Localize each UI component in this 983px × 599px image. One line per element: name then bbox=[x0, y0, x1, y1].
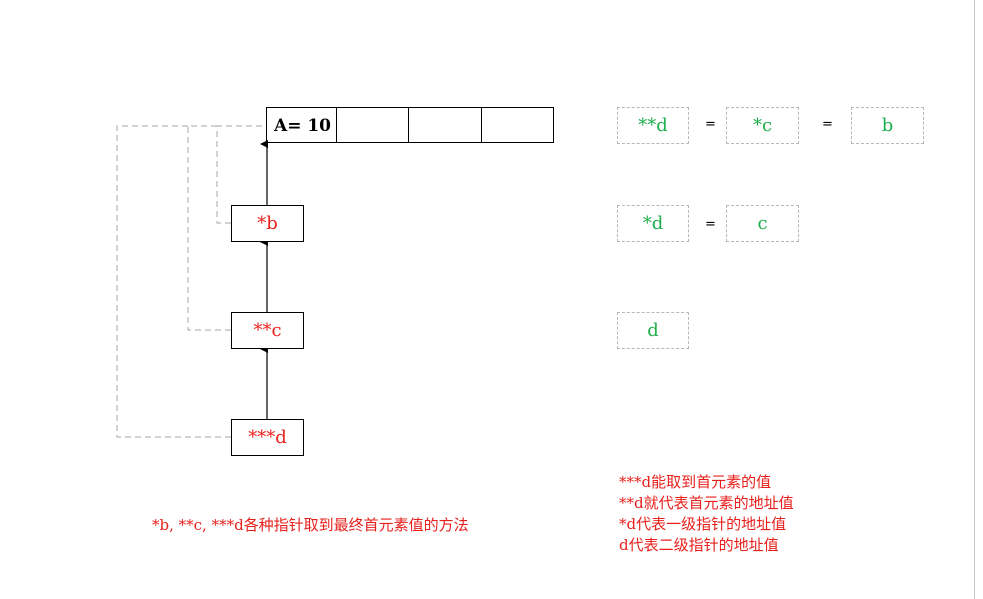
equiv-row1-left: **d bbox=[617, 107, 689, 144]
note-line-4: d代表二级指针的地址值 bbox=[619, 536, 779, 554]
array-cells bbox=[266, 107, 554, 143]
dashed-connectors bbox=[116, 125, 266, 438]
right-edge-rule bbox=[974, 0, 975, 599]
diagram-caption: *b, **c, ***d各种指针取到最终首元素值的方法 bbox=[152, 516, 469, 534]
note-line-1: ***d能取到首元素的值 bbox=[619, 473, 772, 491]
equiv-row2-left: *d bbox=[617, 205, 689, 242]
array-first-cell-label: A= 10 bbox=[274, 115, 332, 136]
array-cell-3 bbox=[481, 107, 554, 143]
pointer-box-b: *b bbox=[231, 205, 304, 242]
equiv-row3-left: d bbox=[617, 312, 689, 349]
pointer-box-c: **c bbox=[231, 312, 304, 349]
equiv-row1-right: b bbox=[851, 107, 924, 144]
equiv-row1-eq2: = bbox=[822, 117, 833, 132]
equiv-row1-eq1: = bbox=[705, 117, 716, 132]
equiv-row2-right: c bbox=[726, 205, 799, 242]
array-cell-0 bbox=[266, 107, 337, 143]
note-line-3: *d代表一级指针的地址值 bbox=[619, 515, 787, 533]
array-cell-1 bbox=[336, 107, 409, 143]
dashed-path-c bbox=[187, 125, 231, 331]
note-line-2: **d就代表首元素的地址值 bbox=[619, 494, 794, 512]
array-cell-2 bbox=[408, 107, 482, 143]
equiv-row2-eq: = bbox=[705, 217, 716, 232]
equiv-row1-mid: *c bbox=[726, 107, 799, 144]
pointer-box-d: ***d bbox=[231, 419, 304, 456]
dashed-path-b bbox=[216, 125, 266, 224]
notes-block: ***d能取到首元素的值 **d就代表首元素的地址值 *d代表一级指针的地址值 … bbox=[619, 472, 794, 556]
dashed-path-d bbox=[116, 125, 231, 438]
